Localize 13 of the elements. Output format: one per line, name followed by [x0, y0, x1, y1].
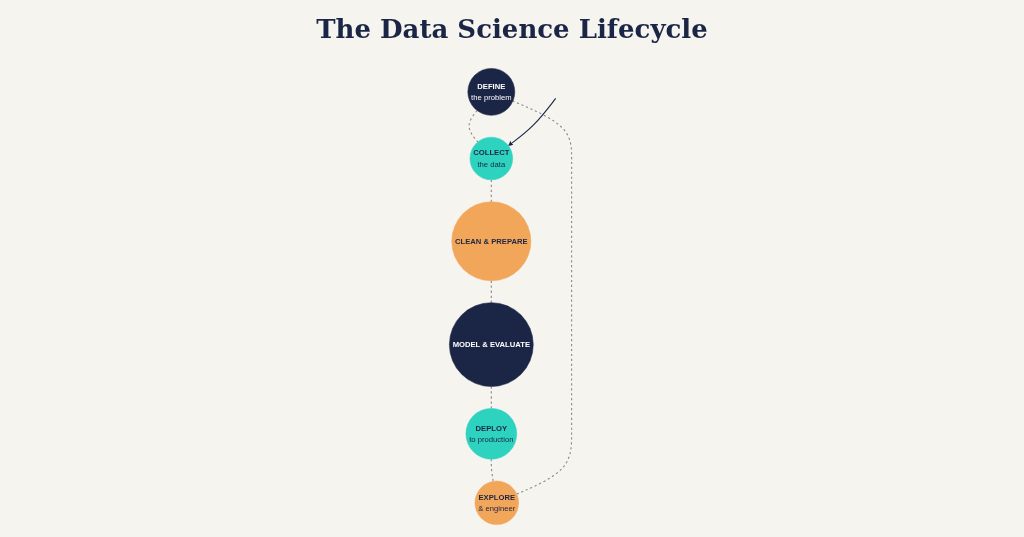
node-circle: [449, 302, 534, 387]
node-circle: [467, 68, 516, 116]
node-circle: [470, 136, 514, 181]
connector: [512, 100, 573, 495]
node-circle: [451, 201, 532, 282]
arrow: [508, 97, 557, 146]
node-circle: [466, 408, 518, 460]
connector: [491, 179, 493, 203]
connector: [491, 458, 495, 482]
diagram-title: The Data Science Lifecycle: [315, 14, 709, 44]
node-circle: [475, 480, 520, 525]
connector: [491, 280, 493, 304]
connector: [491, 386, 493, 409]
